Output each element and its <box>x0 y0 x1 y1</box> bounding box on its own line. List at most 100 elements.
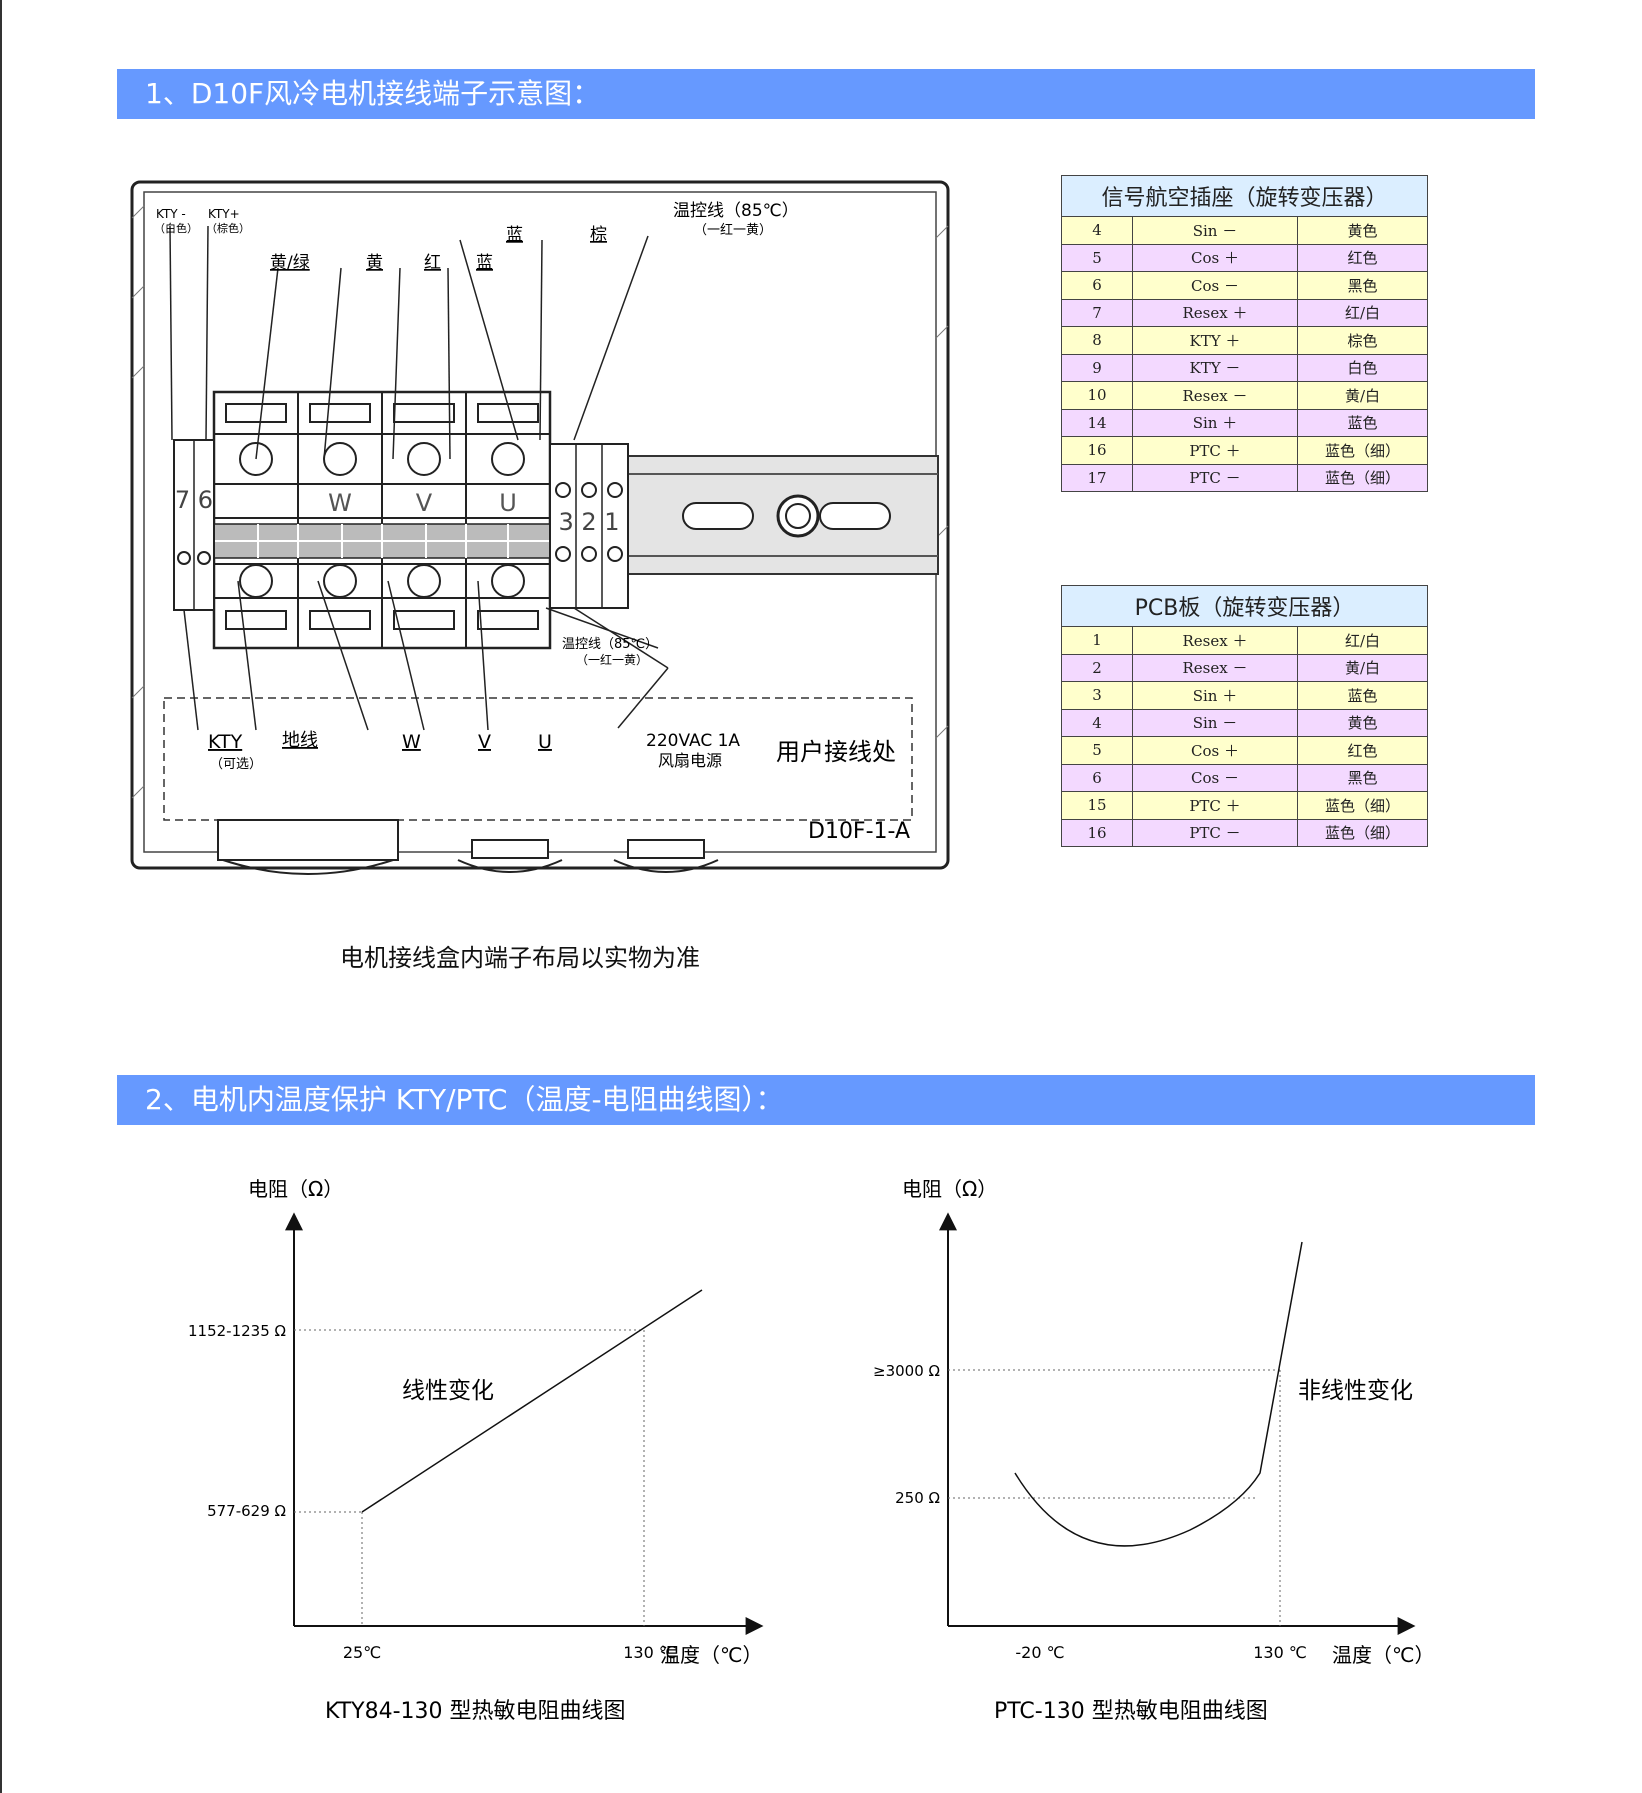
cable-gland <box>627 839 705 859</box>
pin-cell: 6 <box>1061 271 1133 300</box>
pin-cell: 5 <box>1061 736 1133 765</box>
x-axis-label: 温度（℃） <box>660 1643 762 1667</box>
pin-cell: 10 <box>1061 381 1133 410</box>
label-thermo-top: 温控线（85℃） <box>673 201 799 221</box>
signal-cell: PTC ＋ <box>1132 791 1298 820</box>
signal-cell: Sin ＋ <box>1132 408 1298 437</box>
pin-cell: 16 <box>1061 436 1133 465</box>
chart-annotation: 非线性变化 <box>1298 1378 1413 1404</box>
cable-gland <box>217 819 399 861</box>
wire-color-cell: 蓝色（细） <box>1297 436 1428 465</box>
pin-cell: 15 <box>1061 791 1133 820</box>
ptc-series-line <box>1014 1241 1303 1547</box>
signal-cell: PTC － <box>1132 463 1298 492</box>
page-edge <box>0 0 2 1793</box>
label-thermo-top-sub: （一红一黄） <box>694 222 772 238</box>
y-tick-label: ≥3000 Ω <box>873 1362 940 1380</box>
wire-color-cell: 白色 <box>1297 353 1428 382</box>
x-tick-label: 130 ℃ <box>1253 1643 1307 1662</box>
section-title-temperature: 2、电机内温度保护 KTY/PTC（温度-电阻曲线图）： <box>117 1075 1535 1125</box>
signal-cell: Resex ＋ <box>1132 298 1298 327</box>
label-kty-plus-color: （棕色） <box>206 221 250 235</box>
section-title-wiring: 1、D10F风冷电机接线端子示意图： <box>117 69 1535 119</box>
x-axis-label: 温度（℃） <box>1332 1643 1434 1667</box>
label-kty-optional: （可选） <box>210 757 262 772</box>
wire-color-cell: 红/白 <box>1297 298 1428 327</box>
signal-cell: Resex － <box>1132 653 1298 682</box>
pin-cell: 2 <box>1061 653 1133 682</box>
terminal-u-label: U <box>499 489 517 517</box>
cable-gland <box>471 839 549 859</box>
label-blue-2: 蓝 <box>506 225 523 245</box>
label-kty-plus: KTY+ <box>208 207 240 221</box>
signal-cell: PTC － <box>1132 818 1298 847</box>
pin-cell: 4 <box>1061 708 1133 737</box>
y-tick-label: 1152-1235 Ω <box>188 1322 286 1340</box>
chart-annotation: 线性变化 <box>402 1378 494 1404</box>
screw-terminal <box>407 564 441 598</box>
label-ground: 地线 <box>282 730 318 751</box>
terminals-left-label: 7 6 <box>175 486 213 514</box>
signal-cell: PTC ＋ <box>1132 436 1298 465</box>
signal-cell: KTY － <box>1132 353 1298 382</box>
wire-color-cell: 蓝色（细） <box>1297 463 1428 492</box>
x-tick-label: 130 ℃ <box>623 1643 677 1662</box>
wire-color-cell: 黄/白 <box>1297 653 1428 682</box>
label-v: V <box>478 731 491 753</box>
table-title: 信号航空插座（旋转变压器） <box>1061 175 1428 217</box>
x-tick-label: -20 ℃ <box>1015 1643 1064 1662</box>
wire-color-cell: 红/白 <box>1297 626 1428 655</box>
wire-color-cell: 红色 <box>1297 736 1428 765</box>
signal-cell: Sin － <box>1132 216 1298 245</box>
wire-color-cell: 黑色 <box>1297 763 1428 792</box>
wire-color-cell: 蓝色 <box>1297 681 1428 710</box>
label-fan-power: 220VAC 1A <box>646 731 740 751</box>
label-kty-minus: KTY - <box>156 207 186 221</box>
wire-color-cell: 黄色 <box>1297 708 1428 737</box>
screw-terminal <box>491 564 525 598</box>
signal-cell: Sin ＋ <box>1132 681 1298 710</box>
signal-cell: KTY ＋ <box>1132 326 1298 355</box>
wire-color-cell: 棕色 <box>1297 326 1428 355</box>
chart-caption: PTC-130 型热敏电阻曲线图 <box>994 1699 1268 1724</box>
wiring-caption: 电机接线盒内端子布局以实物为准 <box>340 944 700 972</box>
ptc-chart: 电阻（Ω） 温度（℃） 250 Ω ≥3000 Ω -20 ℃ 130 ℃ 非线… <box>840 1160 1460 1740</box>
label-user-wiring: 用户接线处 <box>776 738 896 766</box>
signal-cell: Resex － <box>1132 381 1298 410</box>
label-u: U <box>538 731 552 753</box>
x-tick-label: 25℃ <box>343 1643 381 1662</box>
signal-cell: Sin － <box>1132 708 1298 737</box>
wiring-diagram: W V U 7 6 3 2 1 <box>128 178 958 878</box>
kty-chart: 电阻（Ω） 温度（℃） 577-629 Ω 1152-1235 Ω 25℃ 13… <box>160 1160 780 1740</box>
rail-slot-2 <box>819 502 891 530</box>
thermo-terminal-block <box>549 443 629 609</box>
screw-terminal <box>323 442 357 476</box>
pin-cell: 7 <box>1061 298 1133 327</box>
label-fan-power-sub: 风扇电源 <box>658 751 722 770</box>
y-axis-label: 电阻（Ω） <box>902 1177 997 1201</box>
wire-color-cell: 红色 <box>1297 243 1428 272</box>
signal-cell: Cos ＋ <box>1132 243 1298 272</box>
screw-terminal <box>407 442 441 476</box>
label-red: 红 <box>424 253 441 273</box>
wire-color-cell: 蓝色 <box>1297 408 1428 437</box>
pin-cell: 5 <box>1061 243 1133 272</box>
label-model: D10F-1-A <box>808 819 910 844</box>
chart-caption: KTY84-130 型热敏电阻曲线图 <box>325 1699 626 1724</box>
screw-terminal <box>239 564 273 598</box>
label-yellow: 黄 <box>366 253 383 273</box>
